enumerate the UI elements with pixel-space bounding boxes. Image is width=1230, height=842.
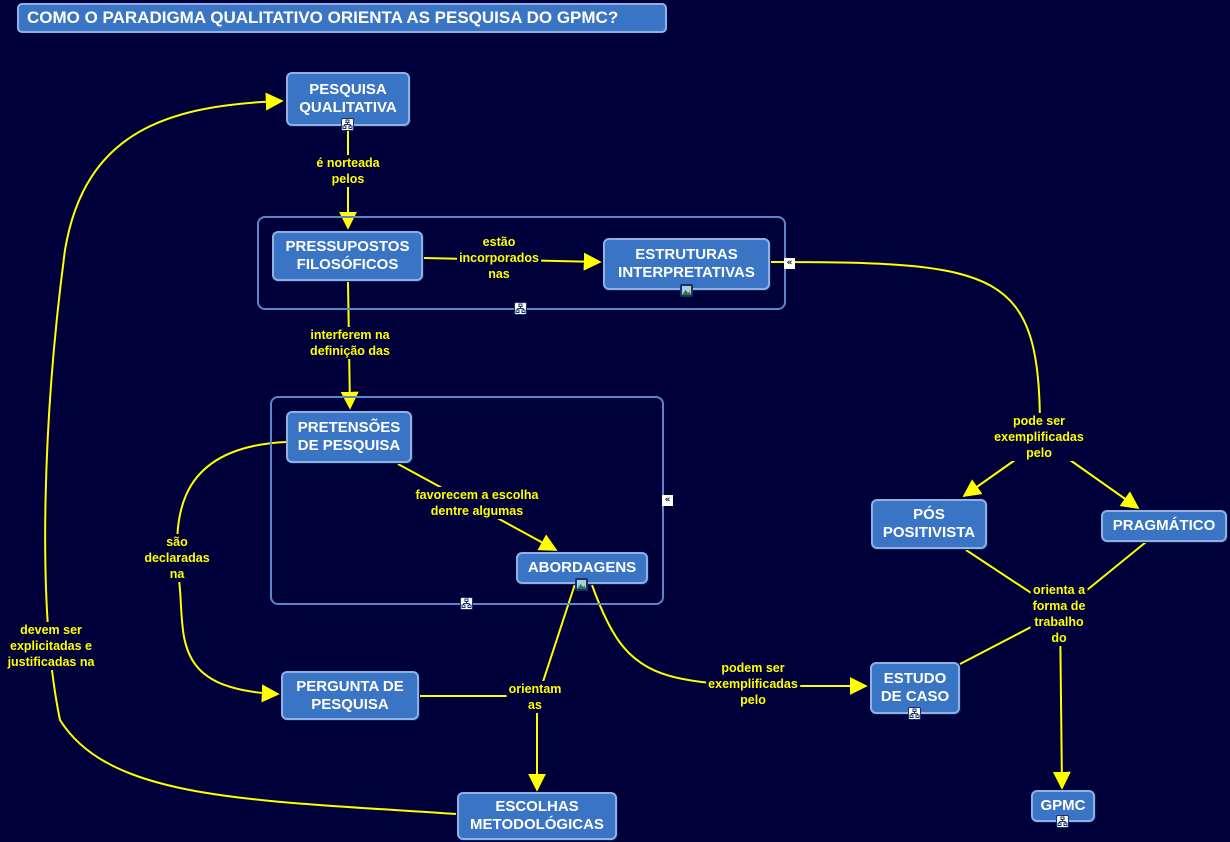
concept-pretensoes-de-pesquisa[interactable]: PRETENSÕES DE PESQUISA bbox=[286, 411, 412, 463]
concept-estudo-de-caso[interactable]: ESTUDO DE CASO bbox=[870, 662, 960, 714]
collapse-arrows-icon[interactable]: « bbox=[662, 495, 673, 506]
label-exemplificadas-estruturas: pode ser exemplificadas pelo bbox=[992, 413, 1086, 461]
label-exemplificadas-abordagens: podem ser exemplificadas pelo bbox=[706, 660, 800, 708]
concept-pergunta-de-pesquisa[interactable]: PERGUNTA DE PESQUISA bbox=[281, 671, 419, 720]
submap-icon[interactable] bbox=[908, 707, 921, 720]
label-norteada: é norteada pelos bbox=[314, 155, 382, 187]
label-interferem: interferem na definição das bbox=[308, 327, 392, 359]
concept-gpmc[interactable]: GPMC bbox=[1031, 790, 1095, 822]
concept-pesquisa-qualitativa[interactable]: PESQUISA QUALITATIVA bbox=[286, 72, 410, 126]
label-orientam: orientam as bbox=[506, 681, 564, 713]
collapse-arrows-icon[interactable]: « bbox=[784, 258, 795, 269]
concept-escolhas-metodologicas[interactable]: ESCOLHAS METODOLÓGICAS bbox=[457, 792, 617, 840]
concept-pos-positivista[interactable]: PÓS POSITIVISTA bbox=[871, 499, 987, 549]
concept-estruturas-interpretativas[interactable]: ESTRUTURAS INTERPRETATIVAS bbox=[603, 238, 770, 290]
label-favorecem: favorecem a escolha dentre algumas bbox=[413, 487, 541, 519]
link-declaradas bbox=[176, 441, 287, 703]
concept-pressupostos-filosoficos[interactable]: PRESSUPOSTOS FILOSÓFICOS bbox=[272, 231, 423, 281]
submap-icon[interactable] bbox=[460, 597, 473, 610]
label-declaradas: são declaradas na bbox=[142, 534, 212, 582]
map-title: COMO O PARADIGMA QUALITATIVO ORIENTA AS … bbox=[17, 3, 667, 33]
submap-icon[interactable] bbox=[514, 302, 527, 315]
label-orienta-forma: orienta a forma de trabalho do bbox=[1030, 582, 1088, 646]
image-icon[interactable] bbox=[680, 284, 693, 297]
submap-icon[interactable] bbox=[341, 118, 354, 131]
concept-pragmatico[interactable]: PRAGMÁTICO bbox=[1101, 510, 1227, 542]
link-devem bbox=[44, 92, 457, 815]
submap-icon[interactable] bbox=[1056, 815, 1069, 828]
image-icon[interactable] bbox=[575, 578, 588, 591]
link-exemplificadas-estruturas bbox=[769, 261, 1041, 431]
label-incorporados: estão incorporados nas bbox=[457, 234, 541, 282]
label-devem: devem ser explicitadas e justificadas na bbox=[5, 622, 97, 670]
